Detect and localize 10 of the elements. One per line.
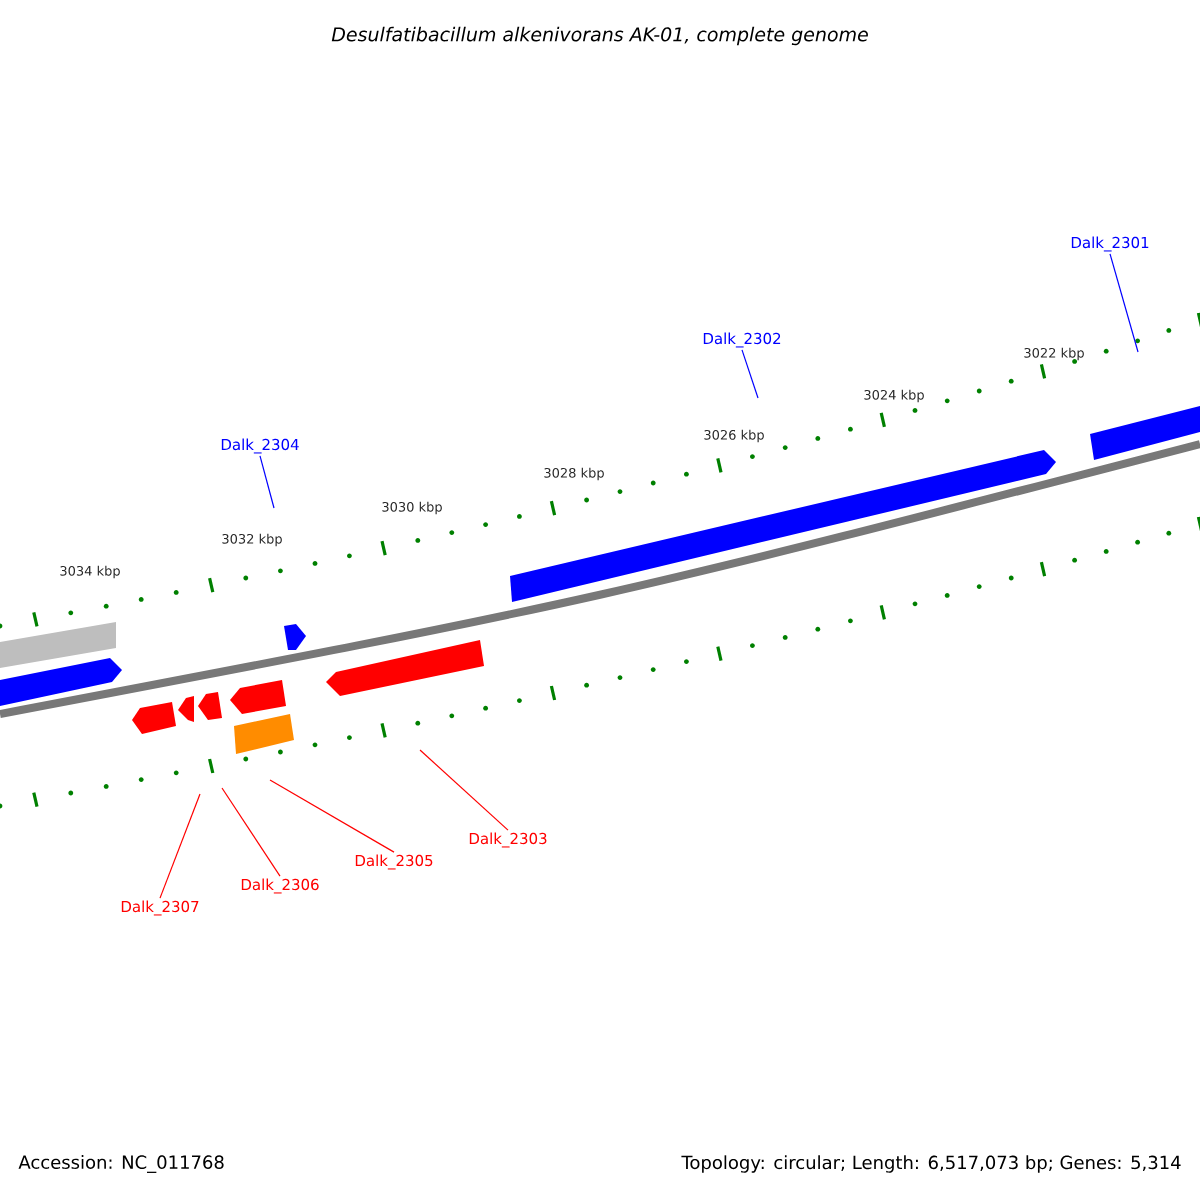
leader-line <box>741 349 759 399</box>
title: Desulfatibacillum alkenivorans AK-01, complete genome <box>331 26 868 46</box>
leader-line <box>159 793 201 899</box>
leader-line <box>259 455 275 509</box>
footer-text: Accession: NC_011768 <box>18 1155 224 1173</box>
footer-text: Topology: circular; Length: 6,517,073 bp; Genes: 5,314 <box>681 1155 1181 1173</box>
leader-line <box>221 787 281 877</box>
leader-line <box>1109 253 1139 353</box>
leader-line <box>269 779 395 853</box>
leader-line <box>419 749 509 831</box>
